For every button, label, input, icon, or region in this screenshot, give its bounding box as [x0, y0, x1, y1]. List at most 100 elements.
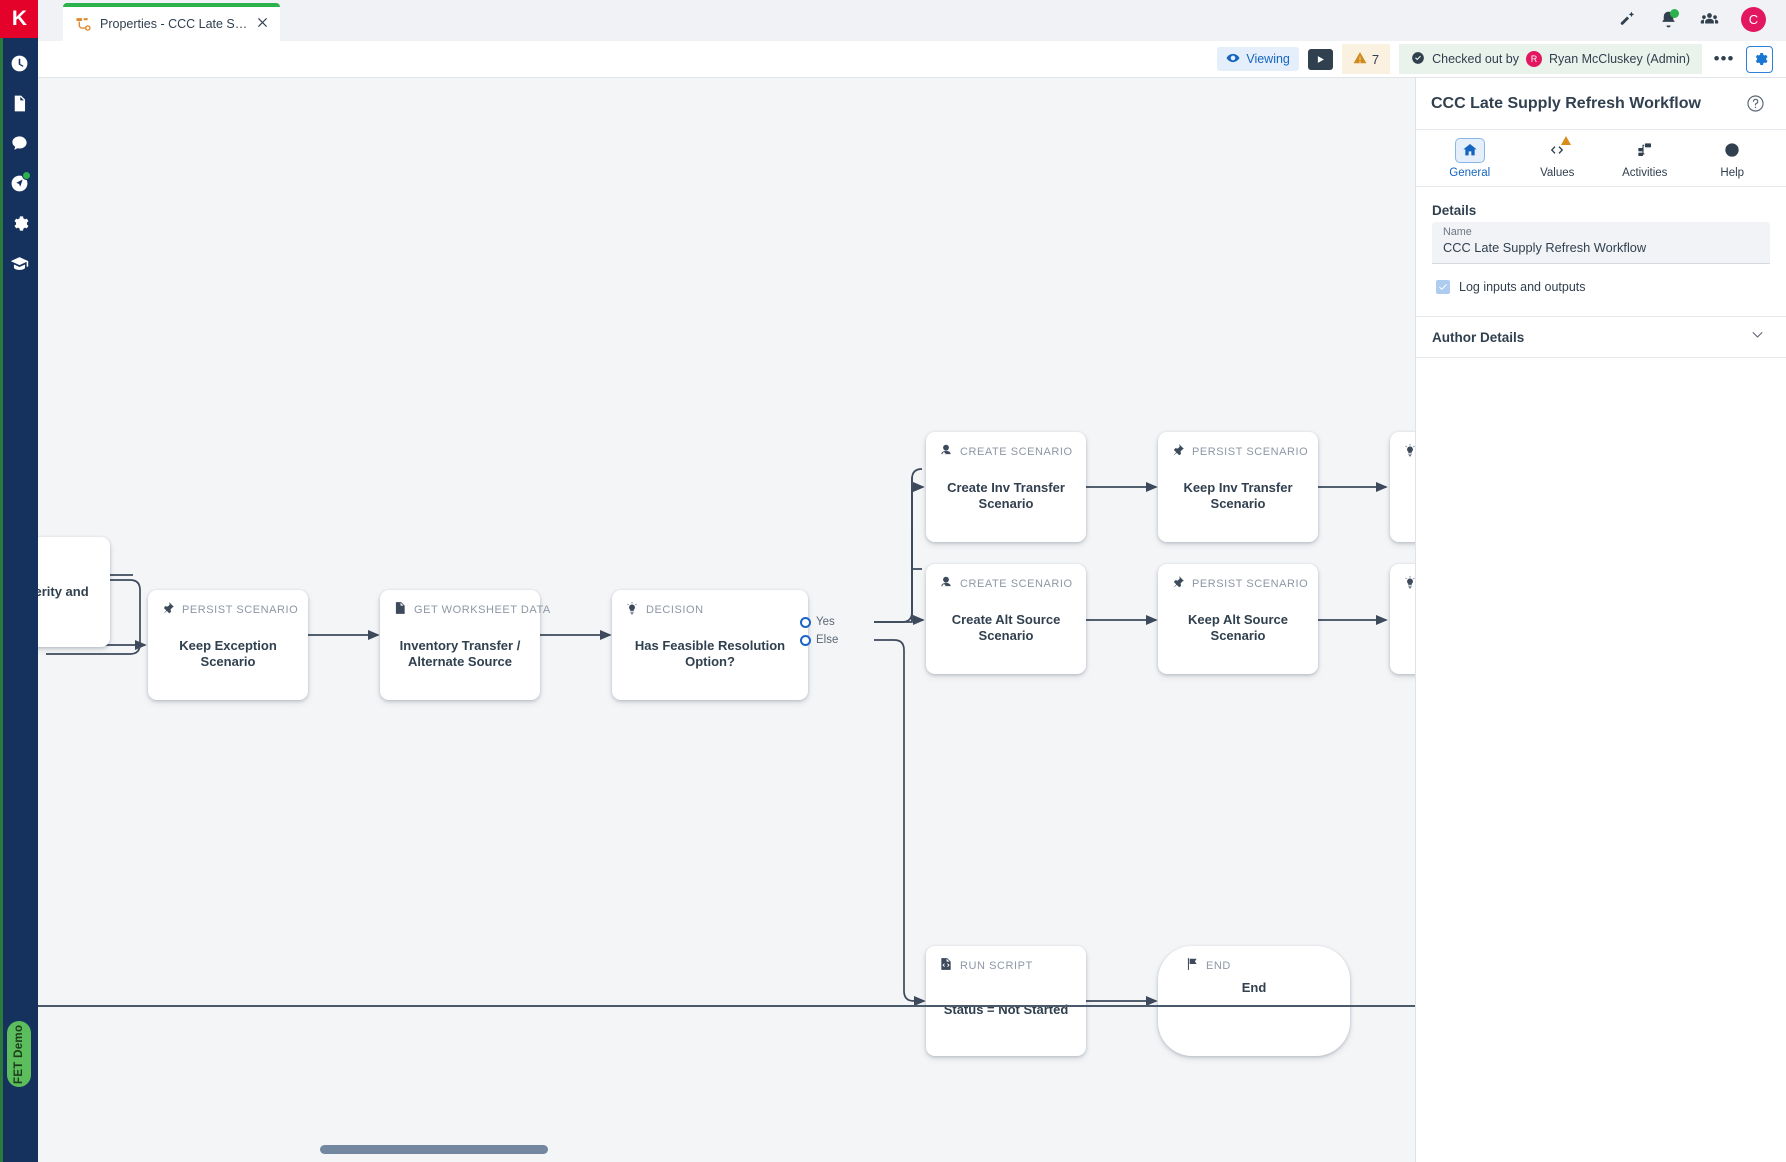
node-type: PERSIST SCENARIO — [1192, 578, 1309, 590]
tab-label: Activities — [1622, 166, 1668, 179]
more-options-button[interactable]: ••• — [1713, 49, 1735, 68]
tab-title: Properties - CCC Late Supp... — [100, 17, 248, 31]
close-icon[interactable] — [256, 16, 272, 32]
properties-panel: CCC Late Supply Refresh Workflow General… — [1415, 78, 1786, 1162]
node-label: Keep Alt Source Scenario — [1188, 611, 1288, 643]
node-keep-alt-source-scenario[interactable]: PERSIST SCENARIO Keep Alt Source Scenari… — [1158, 564, 1318, 674]
node-end[interactable]: END End — [1158, 946, 1350, 1056]
node-header: PERSIST SCENARIO — [1158, 564, 1318, 592]
author-details-accordion[interactable]: Author Details — [1416, 316, 1786, 358]
name-input[interactable]: CCC Late Supply Refresh Workflow — [1443, 240, 1647, 255]
node-create-inv-transfer-scenario[interactable]: CREATE SCENARIO Create Inv Transfer Scen… — [926, 432, 1086, 542]
node-create-alt-source-scenario[interactable]: CREATE SCENARIO Create Alt Source Scenar… — [926, 564, 1086, 674]
node-header: DECISION — [612, 590, 808, 618]
log-inputs-outputs-row[interactable]: Log inputs and outputs — [1432, 278, 1770, 294]
add-node-icon — [939, 443, 953, 462]
file-icon — [393, 601, 407, 620]
port-else[interactable]: Else — [800, 634, 838, 646]
tab-general[interactable]: General — [1426, 130, 1514, 186]
node-type: END — [1206, 960, 1231, 972]
checkout-user-avatar: R — [1525, 51, 1542, 67]
notification-bell-icon[interactable] — [1659, 9, 1679, 29]
node-type: DECISION — [646, 604, 704, 616]
port-ring-icon[interactable] — [800, 634, 811, 646]
status-badge-dot — [22, 171, 31, 180]
node-body: Is Inv — [1390, 460, 1415, 542]
node-header: RUN SCRIPT — [926, 946, 1086, 974]
node-partial-severity[interactable]: Severity and — [38, 537, 110, 647]
author-details-title: Author Details — [1432, 329, 1525, 345]
canvas-divider — [38, 1005, 1415, 1007]
node-keep-exception-scenario[interactable]: PERSIST SCENARIO Keep Exception Scenario — [148, 590, 308, 700]
warning-triangle-icon — [1561, 135, 1572, 145]
magic-wand-icon[interactable] — [1618, 10, 1637, 29]
node-inventory-transfer-alt-source[interactable]: GET WORKSHEET DATA Inventory Transfer / … — [380, 590, 550, 700]
left-nav-rail: K FET Demo — [0, 0, 38, 1162]
node-label: Severity and — [38, 583, 89, 599]
node-type: CREATE SCENARIO — [960, 446, 1073, 458]
node-label: End — [1241, 980, 1267, 995]
workflow-canvas[interactable]: Severity and PERSIST SCENARIO Keep Excep… — [38, 78, 1415, 1162]
checkout-user: Ryan McCluskey (Admin) — [1548, 52, 1690, 66]
node-body: Keep Exception Scenario — [148, 618, 308, 700]
log-inputs-checkbox[interactable] — [1436, 280, 1450, 294]
node-run-script-status[interactable]: RUN SCRIPT Status = Not Started — [926, 946, 1086, 1056]
user-avatar[interactable]: C — [1741, 7, 1766, 32]
node-keep-inv-transfer-scenario[interactable]: PERSIST SCENARIO Keep Inv Transfer Scena… — [1158, 432, 1318, 542]
node-header: CREATE SCENARIO — [926, 564, 1086, 592]
cursor-badge-icon[interactable] — [6, 170, 32, 196]
tab-activities[interactable]: Activities — [1601, 130, 1689, 186]
settings-button[interactable] — [1746, 45, 1773, 73]
panel-header: CCC Late Supply Refresh Workflow — [1416, 78, 1786, 130]
rail-icon-list — [6, 50, 32, 276]
horizontal-scrollbar[interactable] — [320, 1145, 548, 1154]
graduation-cap-icon[interactable] — [6, 250, 32, 276]
node-body: Create Inv Transfer Scenario — [926, 460, 1086, 542]
node-type: PERSIST SCENARIO — [1192, 446, 1309, 458]
node-type: CREATE SCENARIO — [960, 578, 1073, 590]
gear-icon — [1755, 53, 1768, 65]
name-field[interactable]: Name CCC Late Supply Refresh Workflow — [1432, 222, 1770, 264]
tab-properties[interactable]: Properties - CCC Late Supp... — [63, 3, 280, 41]
node-label: Inventory Transfer / Alternate Source — [399, 637, 521, 669]
tab-help[interactable]: Help — [1689, 130, 1777, 186]
node-header: GET WORKSHEET DATA — [380, 590, 550, 620]
node-is-inv-decision[interactable]: DECIS Is Inv — [1390, 432, 1415, 542]
node-body: Is Alt — [1390, 592, 1415, 674]
eye-icon — [1226, 51, 1240, 68]
viewing-mode-chip[interactable]: Viewing — [1217, 47, 1299, 71]
port-ring-icon[interactable] — [800, 616, 811, 628]
node-is-alt-decision[interactable]: DECIS Is Alt — [1390, 564, 1415, 674]
app-logo[interactable]: K — [0, 0, 38, 38]
question-circle-icon[interactable] — [1746, 94, 1765, 113]
node-body: End — [1158, 974, 1350, 1056]
gear-icon[interactable] — [6, 210, 32, 236]
warning-count-chip[interactable]: 7 — [1341, 44, 1391, 74]
node-header: PERSIST SCENARIO — [1158, 432, 1318, 460]
tab-values[interactable]: Values — [1514, 130, 1602, 186]
run-button[interactable] — [1307, 48, 1333, 70]
fet-demo-badge[interactable]: FET Demo — [7, 1021, 31, 1087]
tab-label: Help — [1720, 166, 1745, 179]
check-icon — [1439, 284, 1447, 290]
chat-bubble-icon[interactable] — [6, 130, 32, 156]
checkout-label: Checked out by — [1432, 52, 1519, 66]
page-title: CCC Late Supply Refresh Workflow — [1431, 94, 1701, 112]
tab-label: General — [1449, 166, 1491, 179]
people-group-icon[interactable] — [1700, 10, 1719, 29]
viewing-label: Viewing — [1246, 52, 1290, 66]
document-icon[interactable] — [6, 90, 32, 116]
clock-icon[interactable] — [6, 50, 32, 76]
node-has-feasible-resolution[interactable]: DECISION Has Feasible Resolution Option? — [612, 590, 808, 700]
node-label: Keep Inv Transfer Scenario — [1183, 479, 1293, 511]
play-icon — [1317, 55, 1324, 63]
node-body: Inventory Transfer / Alternate Source — [380, 618, 540, 700]
node-header: CREATE SCENARIO — [926, 432, 1086, 460]
pin-icon — [1171, 443, 1185, 462]
chevron-down-icon[interactable] — [1750, 327, 1765, 347]
decision-output-ports: Yes Else — [800, 616, 838, 646]
name-field-label: Name — [1443, 226, 1472, 238]
checked-out-chip[interactable]: Checked out by R Ryan McCluskey (Admin) — [1399, 44, 1702, 74]
port-yes[interactable]: Yes — [800, 616, 838, 628]
decision-icon — [625, 601, 639, 620]
